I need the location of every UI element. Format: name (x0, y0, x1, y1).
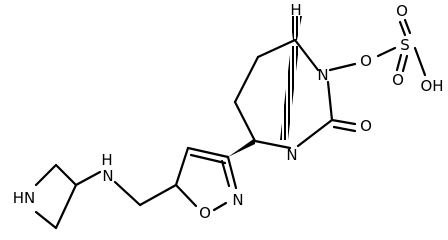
bond-s-o-bottom-1 (395, 53, 403, 72)
atom-nh-amine-h: H (101, 151, 112, 169)
bond-s-o-bottom-2 (401, 54, 409, 73)
sulfate-group (328, 18, 427, 77)
atom-nh-amine-n: N (102, 167, 113, 185)
bond-c5-o-ring (174, 183, 198, 208)
isoxazole-ring (138, 146, 238, 212)
bond-o-ester-s (376, 46, 397, 58)
bond-s-oh (413, 46, 427, 77)
atom-s: S (400, 36, 410, 54)
atom-h-bridgehead: H (290, 1, 301, 19)
bond-c5-ch2 (138, 183, 178, 207)
molecule-structure: H N O S O O OH O N N O H N HN (13, 1, 444, 230)
atom-o-s-top: O (396, 2, 408, 20)
bond-s-o-top-1 (398, 20, 407, 37)
bond-c3-c4-ring-inner (189, 153, 227, 165)
bond-n-sulfate-c-carbonyl (326, 80, 334, 122)
atom-n-sulfate: N (317, 66, 328, 84)
bond-c2-c3 (233, 55, 260, 104)
bond-bridge-hashed (280, 46, 299, 140)
atom-n-bridge: N (286, 146, 297, 164)
atom-o-ester: O (360, 52, 372, 70)
bond-n-c3-ring-inner (220, 159, 231, 188)
bond-o-n-ring (212, 201, 228, 212)
atom-n-isoxazole: N (232, 191, 243, 209)
bond-azetidine-n-c4 (34, 210, 58, 230)
bond-h-hashed (290, 16, 302, 40)
bond-wedge-to-isoxazole (228, 138, 255, 157)
bond-c4-c5-ring (174, 146, 190, 187)
atom-o-carbonyl: O (360, 117, 372, 135)
bond-n-c3-ring (226, 155, 238, 190)
bond-c1-n-sulfate (293, 38, 320, 72)
bond-azetidine-c4-c3 (54, 183, 78, 230)
bond-c1-c2 (256, 38, 297, 59)
bond-c-carbonyl-n-bridge (296, 118, 334, 148)
atom-labels: H N O S O O OH O N N O H N HN (13, 1, 444, 222)
azetidine-linker (34, 163, 142, 230)
bond-carbonyl-2 (332, 125, 357, 133)
atom-hn-azetidine: HN (13, 189, 36, 207)
bond-nh-azetidine-c3 (74, 170, 102, 187)
bond-azetidine-c3-c2 (54, 163, 78, 187)
bicyclic-core (233, 16, 357, 150)
bond-carbonyl-1 (330, 118, 357, 126)
bond-c3-c4-ring (186, 146, 230, 159)
atom-oh: OH (420, 77, 443, 95)
atom-o-isoxazole: O (199, 204, 211, 222)
bond-ch2-nh (113, 180, 142, 207)
bond-s-o-top-2 (403, 18, 412, 35)
bond-azetidine-c2-n (34, 163, 58, 187)
atom-o-s-bottom: O (392, 71, 404, 89)
bond-c4-n-bridge (253, 139, 292, 150)
bond-c3-c4 (233, 100, 257, 143)
bond-n-o-ester (328, 62, 357, 72)
